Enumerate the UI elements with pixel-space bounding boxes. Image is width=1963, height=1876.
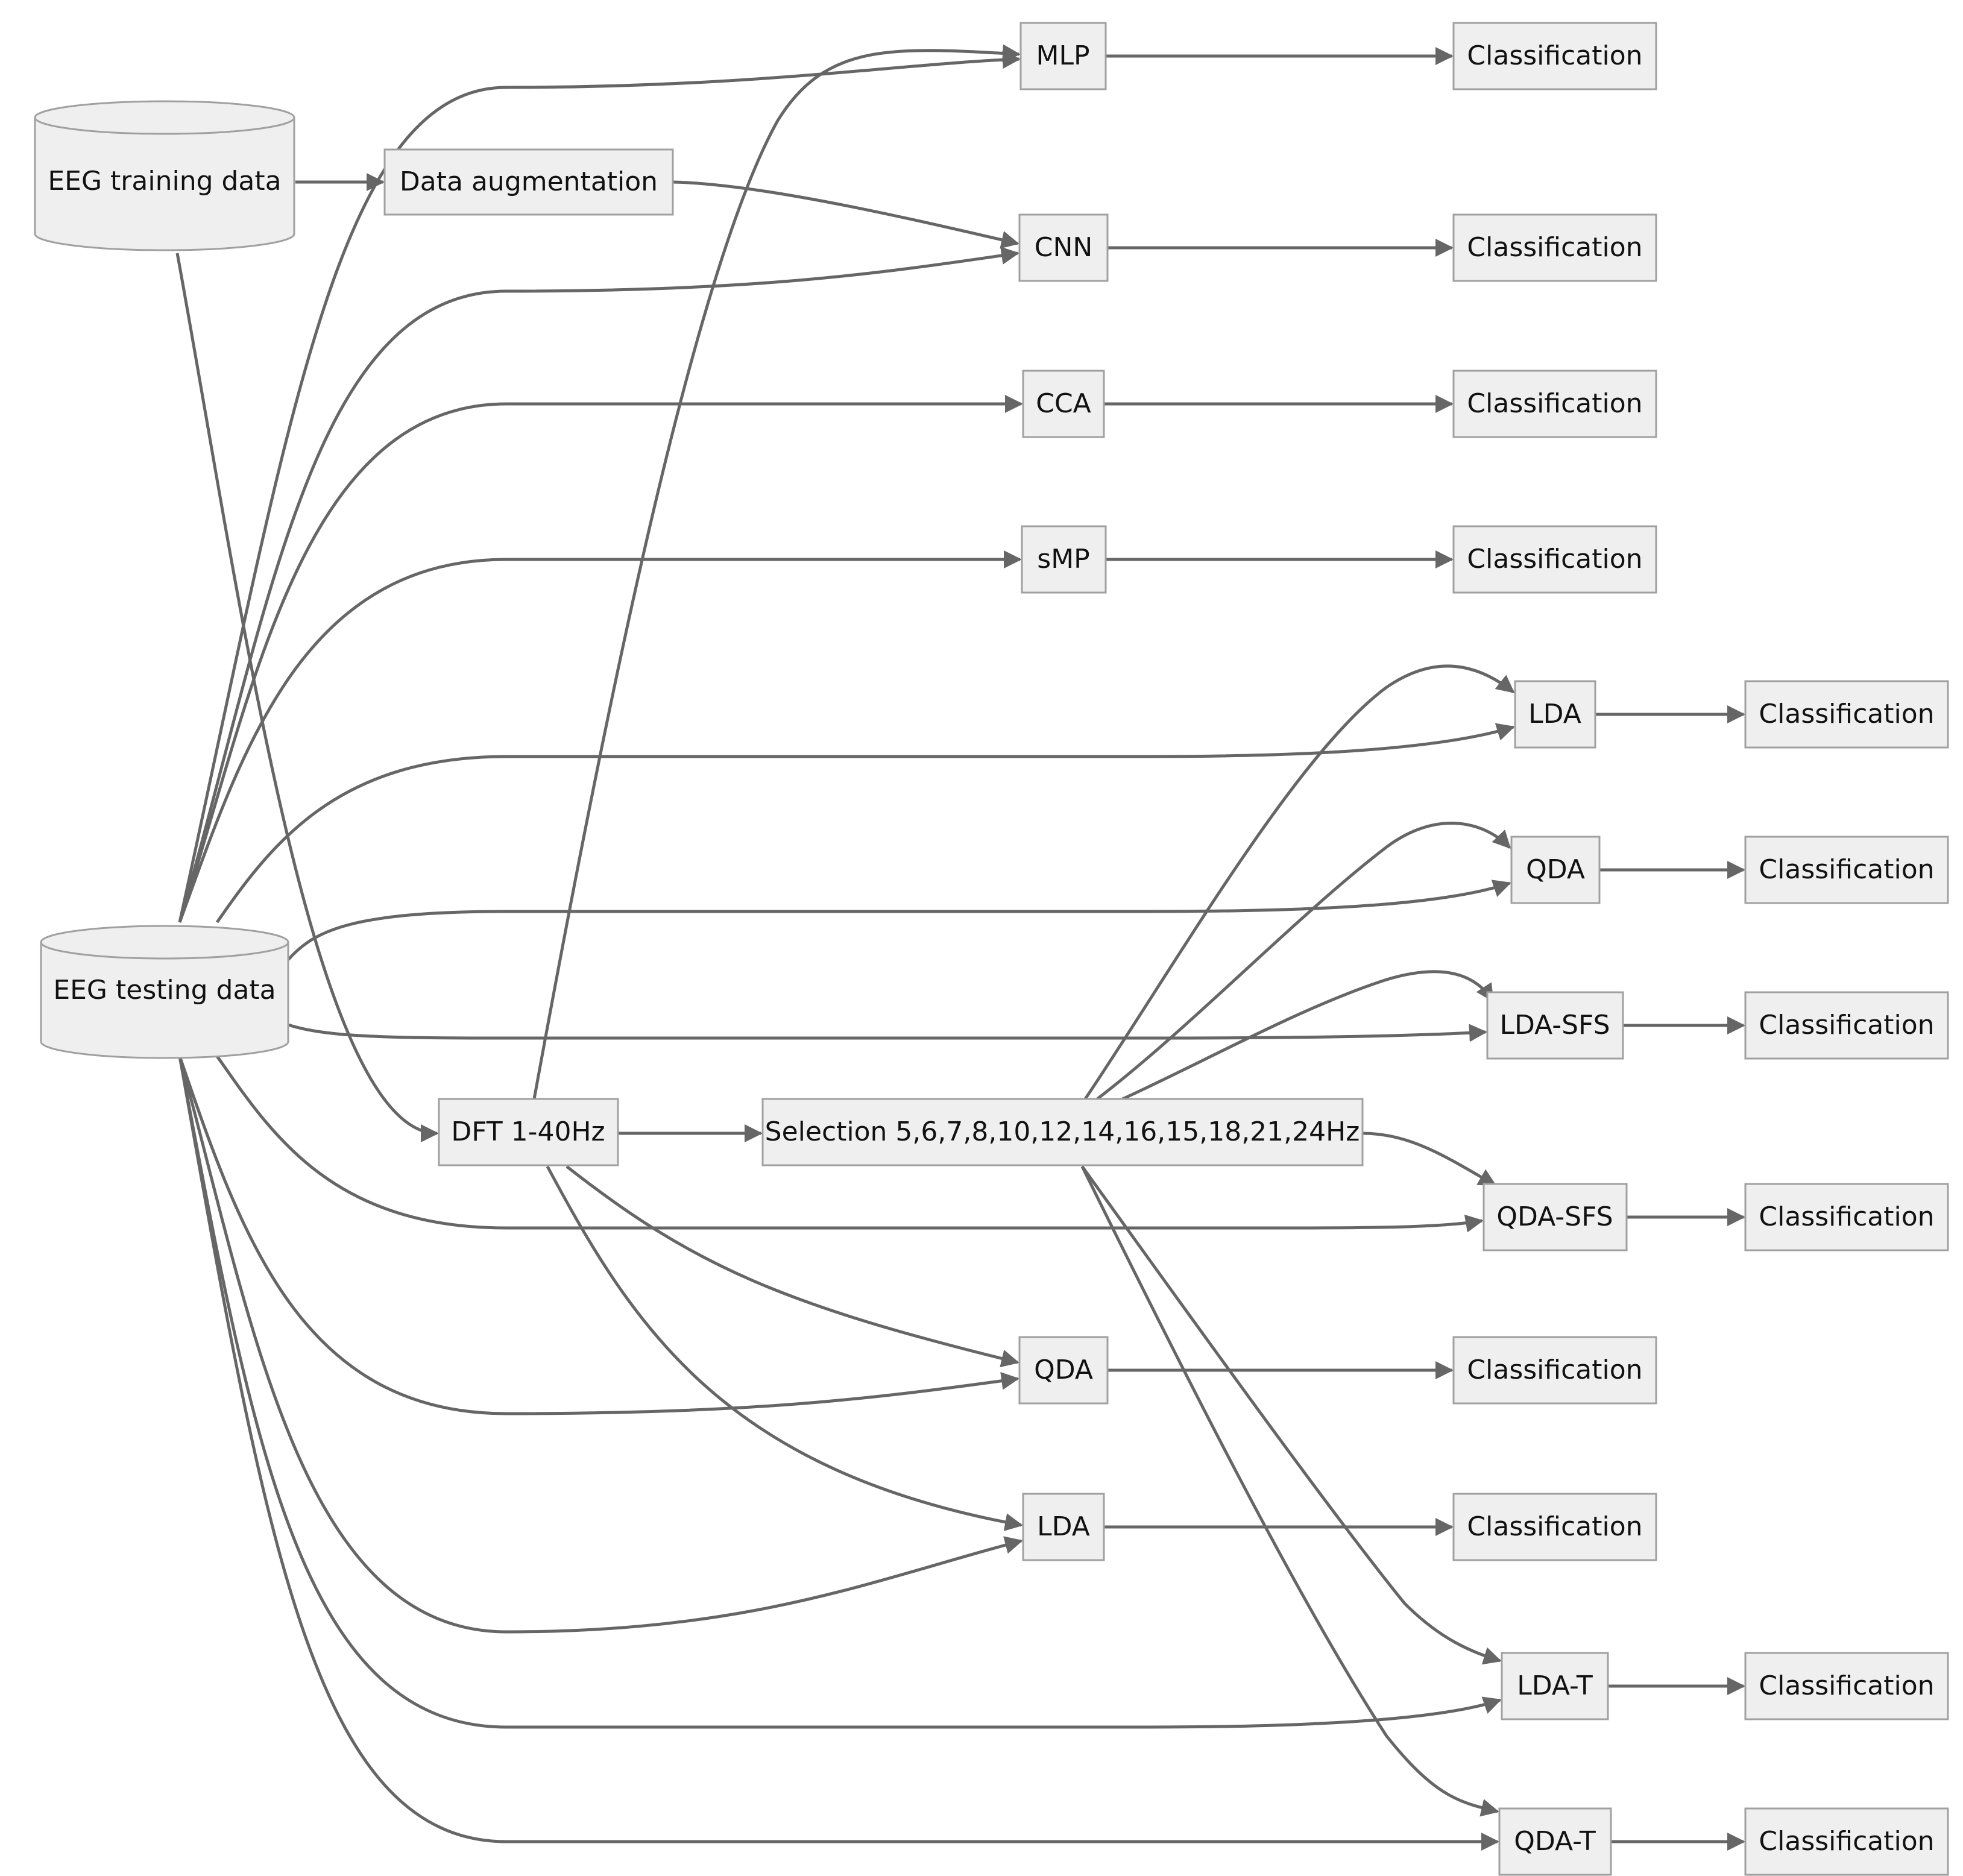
edge-test-to-smp [178, 550, 1022, 923]
edge-test-to-lda-mid [178, 1056, 1023, 1634]
edge-dft-to-qda-mid [566, 1165, 1019, 1368]
node-lda-sfs-label: LDA-SFS [1499, 1010, 1610, 1040]
node-qda-mid-label: QDA [1034, 1355, 1093, 1385]
node-eeg-testing-data: EEG testing data [40, 925, 289, 1059]
node-qda-right-label: QDA [1526, 854, 1585, 885]
node-cca: CCA [1022, 370, 1105, 438]
node-eeg-training-data-label: EEG training data [48, 166, 281, 197]
classification-label: Classification [1467, 1355, 1642, 1385]
edge-test-to-mlp [178, 51, 1021, 923]
node-lda-right-label: LDA [1528, 699, 1581, 729]
node-classification-qda-sfs: Classification [1744, 1183, 1949, 1251]
node-classification-qda-t: Classification [1744, 1807, 1949, 1876]
classification-label: Classification [1759, 1826, 1934, 1857]
edge-dft-to-mlp [532, 44, 1021, 1100]
classification-label: Classification [1467, 388, 1642, 419]
node-dft-label: DFT 1-40Hz [451, 1116, 605, 1147]
classification-label: Classification [1759, 699, 1934, 729]
node-classification-lda-sfs: Classification [1744, 991, 1949, 1060]
node-mlp: MLP [1019, 22, 1107, 90]
classification-label: Classification [1759, 1201, 1934, 1232]
node-eeg-training-data: EEG training data [34, 100, 295, 251]
node-qda-t-label: QDA-T [1514, 1826, 1596, 1857]
node-classification-lda-right: Classification [1744, 680, 1949, 749]
edge-test-to-cca [178, 395, 1023, 923]
node-classification-lda-mid: Classification [1452, 1493, 1657, 1561]
node-classification-lda-t: Classification [1744, 1652, 1949, 1720]
edge-test-to-qdat [178, 1056, 1499, 1851]
node-lda-right: LDA [1514, 680, 1596, 749]
edge-test-to-qda-mid [178, 1056, 1019, 1415]
classification-label: Classification [1467, 1511, 1642, 1542]
classification-label: Classification [1467, 40, 1642, 71]
edge-test-to-qdasfs [215, 1055, 1484, 1233]
node-lda-sfs: LDA-SFS [1486, 991, 1624, 1060]
edge-dft-to-lda-mid [546, 1165, 1023, 1531]
node-qda-sfs: QDA-SFS [1482, 1183, 1628, 1251]
edge-selection-to-qdasfs [1362, 1132, 1497, 1187]
node-qda-mid: QDA [1018, 1336, 1109, 1405]
node-classification-smp: Classification [1452, 525, 1657, 594]
edge-train-to-dft [175, 253, 439, 1142]
node-data-augmentation-label: Data augmentation [400, 166, 658, 197]
node-lda-t: LDA-T [1501, 1652, 1609, 1720]
node-qda-right: QDA [1510, 836, 1601, 904]
edge-test-to-lda-right [215, 723, 1515, 924]
node-smp: sMP [1021, 525, 1107, 594]
classification-label: Classification [1759, 1010, 1934, 1040]
node-classification-qda-mid: Classification [1452, 1336, 1657, 1405]
edge-augmentation-to-cnn [672, 180, 1019, 249]
node-cnn-label: CNN [1035, 232, 1093, 263]
node-selection-label: Selection 5,6,7,8,10,12,14,16,15,18,21,2… [765, 1116, 1360, 1147]
edge-selection-to-ldasfs [1121, 970, 1495, 1101]
edge-test-to-ldasfs [288, 1023, 1487, 1042]
classification-label: Classification [1467, 544, 1642, 574]
node-classification-cnn: Classification [1452, 213, 1657, 282]
node-smp-label: sMP [1037, 544, 1089, 574]
classification-label: Classification [1467, 232, 1642, 263]
classification-label: Classification [1759, 1670, 1934, 1701]
node-classification-mlp: Classification [1452, 22, 1657, 90]
edge-test-to-qda-right [287, 880, 1511, 961]
node-lda-mid: LDA [1022, 1493, 1105, 1561]
node-data-augmentation: Data augmentation [383, 148, 674, 216]
edge-selection-to-ldat [1080, 1165, 1502, 1665]
node-qda-sfs-label: QDA-SFS [1496, 1201, 1613, 1232]
node-lda-t-label: LDA-T [1517, 1670, 1593, 1701]
node-cnn: CNN [1018, 213, 1109, 282]
edge-selection-to-lda-right [1083, 664, 1515, 1100]
edge-test-to-cnn [178, 247, 1019, 923]
node-dft: DFT 1-40Hz [438, 1098, 619, 1166]
classification-label: Classification [1759, 854, 1934, 885]
node-cca-label: CCA [1036, 388, 1091, 419]
node-classification-cca: Classification [1452, 370, 1657, 438]
node-classification-qda-right: Classification [1744, 836, 1949, 904]
edge-selection-to-qdat [1080, 1165, 1499, 1817]
edges [175, 44, 1745, 1851]
edge-selection-to-qda-right [1096, 822, 1511, 1100]
node-mlp-label: MLP [1036, 40, 1089, 71]
node-lda-mid-label: LDA [1037, 1511, 1090, 1542]
node-eeg-testing-data-label: EEG testing data [53, 975, 276, 1006]
node-qda-t: QDA-T [1498, 1807, 1612, 1876]
edge-test-to-ldat [178, 1056, 1502, 1729]
node-selection: Selection 5,6,7,8,10,12,14,16,15,18,21,2… [761, 1098, 1364, 1166]
